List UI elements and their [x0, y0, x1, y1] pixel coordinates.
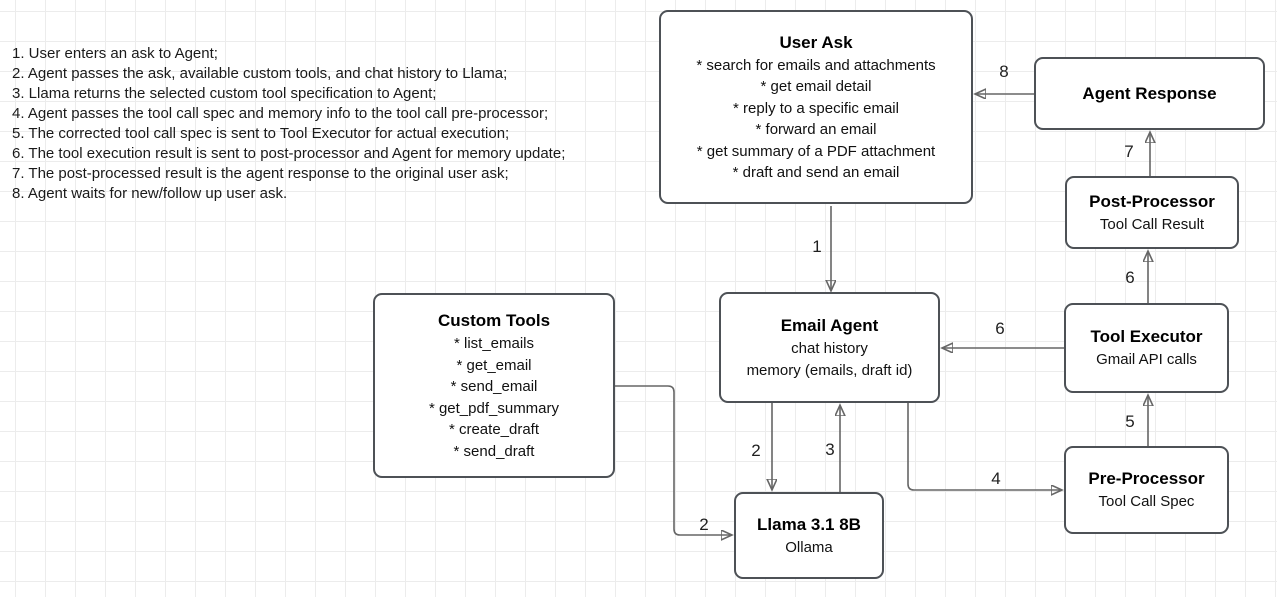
- node-user-ask: User Ask * search for emails and attachm…: [659, 10, 973, 204]
- edge-label-step8: 8: [999, 62, 1009, 81]
- custom-tools-item: * get_pdf_summary: [428, 399, 560, 417]
- node-llama-subtitle: Ollama: [785, 538, 833, 556]
- node-custom-tools: Custom Tools * list_emails * get_email *…: [373, 293, 615, 478]
- user-ask-item: * get summary of a PDF attachment: [696, 142, 936, 160]
- step-note-8: 8. Agent waits for new/follow up user as…: [12, 185, 288, 202]
- custom-tools-item: * get_email: [456, 356, 532, 374]
- node-tool-executor: Tool Executor Gmail API calls: [1064, 303, 1229, 393]
- edge-label-step3: 3: [825, 440, 835, 459]
- node-llama-title: Llama 3.1 8B: [757, 514, 861, 534]
- node-post-processor: Post-Processor Tool Call Result: [1065, 176, 1239, 249]
- step-note-3: 3. Llama returns the selected custom too…: [12, 85, 437, 102]
- arrow-custom-tools-to-llama: [615, 385, 731, 535]
- step-note-4: 4. Agent passes the tool call spec and m…: [12, 105, 549, 122]
- custom-tools-item: * send_email: [450, 378, 538, 395]
- edge-label-step6-to-post-processor: 6: [1125, 268, 1135, 287]
- edge-label-step1: 1: [812, 237, 822, 256]
- edge-label-step2-tools-to-llama: 2: [699, 515, 709, 534]
- user-ask-item: * search for emails and attachments: [696, 56, 936, 74]
- node-agent-response-title: Agent Response: [1082, 83, 1217, 103]
- node-llama: Llama 3.1 8B Ollama: [734, 492, 884, 579]
- custom-tools-item: * create_draft: [448, 421, 540, 438]
- node-pre-processor: Pre-Processor Tool Call Spec: [1064, 446, 1229, 534]
- edge-label-step2-agent-to-llama: 2: [751, 441, 761, 460]
- step-note-7: 7. The post-processed result is the agen…: [12, 165, 509, 182]
- edge-label-step4: 4: [991, 469, 1001, 488]
- user-ask-item: * get email detail: [760, 78, 872, 95]
- edge-label-step5: 5: [1125, 412, 1135, 431]
- node-custom-tools-title: Custom Tools: [437, 311, 551, 330]
- node-email-agent: Email Agent chat history memory (emails,…: [719, 292, 940, 403]
- step-note-1: 1. User enters an ask to Agent;: [12, 45, 218, 62]
- node-email-agent-title: Email Agent: [780, 316, 879, 335]
- node-pre-processor-title: Pre-Processor: [1088, 469, 1205, 489]
- node-post-processor-title: Post-Processor: [1089, 191, 1215, 211]
- edge-label-step6-to-email-agent: 6: [995, 319, 1005, 338]
- user-ask-item: * reply to a specific email: [733, 99, 899, 117]
- custom-tools-item: * list_emails: [453, 335, 535, 352]
- email-agent-item: chat history: [791, 340, 868, 357]
- step-note-2: 2. Agent passes the ask, available custo…: [12, 65, 508, 82]
- step-note-6: 6. The tool execution result is sent to …: [12, 145, 566, 162]
- edge-label-step7: 7: [1124, 142, 1134, 161]
- email-agent-item: memory (emails, draft id): [746, 361, 913, 379]
- node-agent-response: Agent Response: [1034, 57, 1265, 130]
- user-ask-item: * draft and send an email: [732, 164, 900, 181]
- node-tool-executor-title: Tool Executor: [1090, 327, 1203, 347]
- user-ask-item: * forward an email: [755, 121, 877, 138]
- step-note-5: 5. The corrected tool call spec is sent …: [12, 125, 510, 142]
- node-pre-processor-subtitle: Tool Call Spec: [1098, 493, 1195, 511]
- arrow-email-agent-to-pre-processor: [907, 403, 1061, 490]
- steps-legend: 1. User enters an ask to Agent; 2. Agent…: [12, 44, 565, 204]
- node-post-processor-subtitle: Tool Call Result: [1099, 215, 1205, 233]
- node-tool-executor-subtitle: Gmail API calls: [1096, 351, 1197, 369]
- custom-tools-item: * send_draft: [453, 442, 535, 460]
- node-user-ask-title: User Ask: [779, 32, 853, 52]
